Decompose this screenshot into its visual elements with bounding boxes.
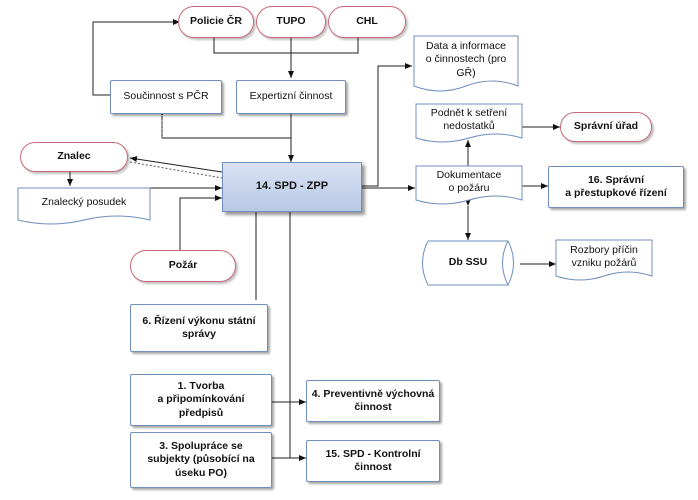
node-podnet: Podnět k setření nedostatků	[415, 103, 523, 146]
node-data-informace-label: Data a informace o činnostech (pro GŘ)	[425, 40, 507, 79]
node-spd-zpp-label: 14. SPD - ZPP	[255, 180, 329, 193]
node-preventivne: 4. Preventivně výchovná činnost	[306, 380, 440, 422]
node-dokumentace: Dokumentace o požáru	[415, 165, 523, 208]
document-shape	[415, 103, 523, 143]
node-soucinnost-label: Součinnost s PČR	[123, 90, 209, 103]
document-shape	[413, 35, 519, 92]
connector-soucinnost-policie	[92, 19, 180, 98]
connector-dotted-znalec	[129, 161, 223, 179]
node-pozar-label: Požár	[168, 259, 198, 272]
connector-soucinnost-expertizni	[159, 109, 291, 139]
node-db-ssu: Db SSU	[416, 240, 520, 286]
connector-policie-tupo-chl	[213, 38, 359, 54]
document-shape	[17, 187, 151, 225]
node-policie-label: Policie ČR	[190, 15, 242, 28]
node-spd-zpp: 14. SPD - ZPP	[222, 162, 362, 212]
node-tupo: TUPO	[256, 6, 326, 38]
node-soucinnost: Součinnost s PČR	[110, 80, 222, 114]
node-spravni-rizeni: 16. Správní a přestupkové řízení	[548, 166, 684, 208]
node-spravni-urad-label: Správní úřad	[573, 120, 639, 133]
node-spravni-urad: Správní úřad	[560, 112, 652, 142]
node-dokumentace-label: Dokumentace o požáru	[436, 168, 502, 194]
node-rizeni-vykonu: 6. Řízení výkonu státní správy	[130, 304, 268, 352]
node-expertizni: Expertizní činnost	[236, 80, 346, 114]
connector-spd-znalec	[129, 156, 223, 173]
node-tupo-label: TUPO	[276, 15, 306, 28]
document-shape	[415, 165, 523, 205]
node-spoluprace: 3. Spolupráce se subjekty (působící na ú…	[130, 432, 272, 488]
connector-pozar-spd	[179, 195, 222, 250]
node-rozbory: Rozbory příčin vzniku požárů	[555, 239, 653, 284]
node-chl: CHL	[328, 6, 406, 38]
database-cylinder-shape	[422, 240, 514, 286]
node-data-informace: Data a informace o činnostech (pro GŘ)	[413, 35, 519, 94]
node-expertizni-label: Expertizní činnost	[249, 90, 333, 103]
connector-spd-data	[355, 63, 412, 189]
node-rizeni-vykonu-label: 6. Řízení výkonu státní správy	[142, 314, 256, 340]
node-spravni-rizeni-label: 16. Správní a přestupkové řízení	[565, 173, 667, 199]
document-shape	[555, 239, 653, 281]
node-chl-label: CHL	[356, 15, 378, 28]
node-preventivne-label: 4. Preventivně výchovná činnost	[311, 387, 435, 413]
node-znalecky-posudek: Znalecký posudek	[17, 187, 151, 228]
node-tvorba-label: 1. Tvorba a připomínkování předpisů	[157, 380, 245, 419]
node-rozbory-label: Rozbory příčin vzniku požárů	[570, 243, 638, 269]
node-znalec-label: Znalec	[57, 150, 91, 163]
node-spd-kontrolni: 15. SPD - Kontrolní činnost	[306, 440, 440, 482]
node-spoluprace-label: 3. Spolupráce se subjekty (působící na ú…	[147, 440, 255, 479]
node-tvorba: 1. Tvorba a připomínkování předpisů	[130, 374, 272, 426]
node-policie: Policie ČR	[178, 6, 254, 38]
node-znalecky-posudek-label: Znalecký posudek	[41, 196, 127, 209]
node-db-ssu-label: Db SSU	[448, 256, 488, 269]
node-spd-kontrolni-label: 15. SPD - Kontrolní činnost	[325, 447, 421, 473]
node-pozar: Požár	[130, 250, 236, 282]
node-znalec: Znalec	[20, 142, 128, 172]
node-podnet-label: Podnět k setření nedostatků	[430, 106, 508, 132]
